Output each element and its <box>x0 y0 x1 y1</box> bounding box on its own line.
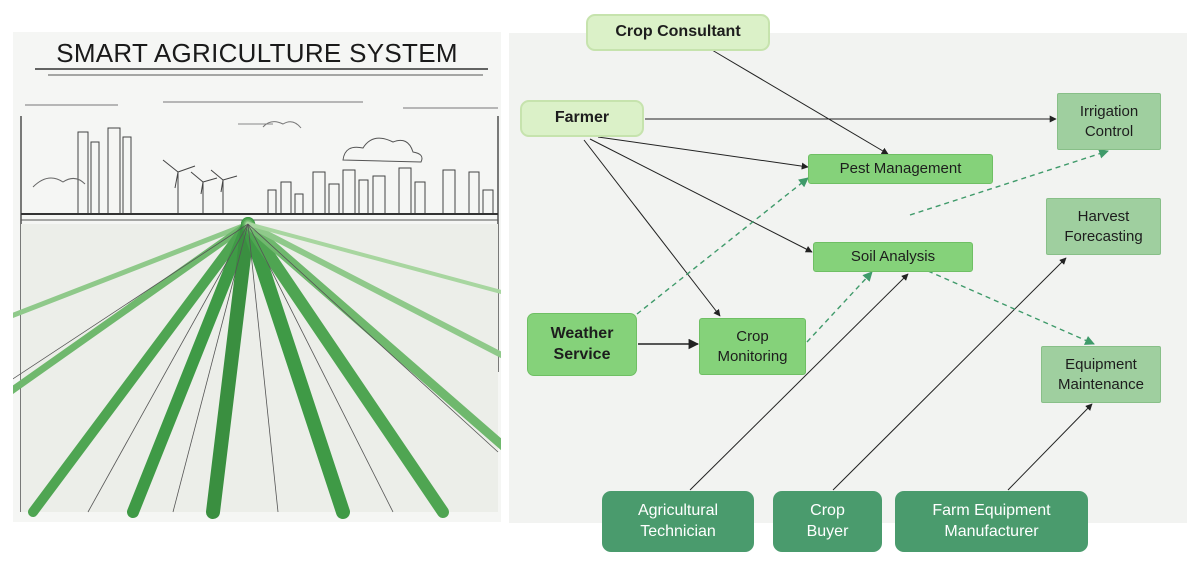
edge-farmer-pest <box>597 136 809 170</box>
edge-farmer-monitoring <box>583 139 721 317</box>
node-equipment-maintenance: Equipment Maintenance <box>1041 346 1161 403</box>
edge-buyer-harvest <box>832 257 1067 491</box>
node-farmer: Farmer <box>520 100 644 137</box>
edge-pest-irrigation <box>909 149 1109 216</box>
node-soil-analysis: Soil Analysis <box>813 242 973 272</box>
farm-illustration <box>13 68 501 519</box>
edge-consultant-pest <box>711 49 889 155</box>
edge-monitoring-soil <box>806 271 873 343</box>
node-crop-monitoring: Crop Monitoring <box>699 318 806 375</box>
node-agricultural-technician: Agricultural Technician <box>602 491 754 552</box>
edge-manufacturer-maintenance <box>1007 403 1093 491</box>
illustration-title: SMART AGRICULTURE SYSTEM <box>56 38 458 68</box>
node-weather-service: Weather Service <box>527 313 637 376</box>
edge-soil-maintenance <box>927 270 1095 345</box>
node-farm-equipment-manufacturer: Farm Equipment Manufacturer <box>895 491 1088 552</box>
edge-farmer-soil <box>589 138 813 253</box>
node-irrigation-control: Irrigation Control <box>1057 93 1161 150</box>
node-crop-consultant: Crop Consultant <box>586 14 770 51</box>
edge-weather-pest <box>636 177 809 315</box>
node-crop-buyer: Crop Buyer <box>773 491 882 552</box>
node-harvest-forecasting: Harvest Forecasting <box>1046 198 1161 255</box>
node-pest-management: Pest Management <box>808 154 993 184</box>
edge-technician-soil <box>689 273 909 491</box>
